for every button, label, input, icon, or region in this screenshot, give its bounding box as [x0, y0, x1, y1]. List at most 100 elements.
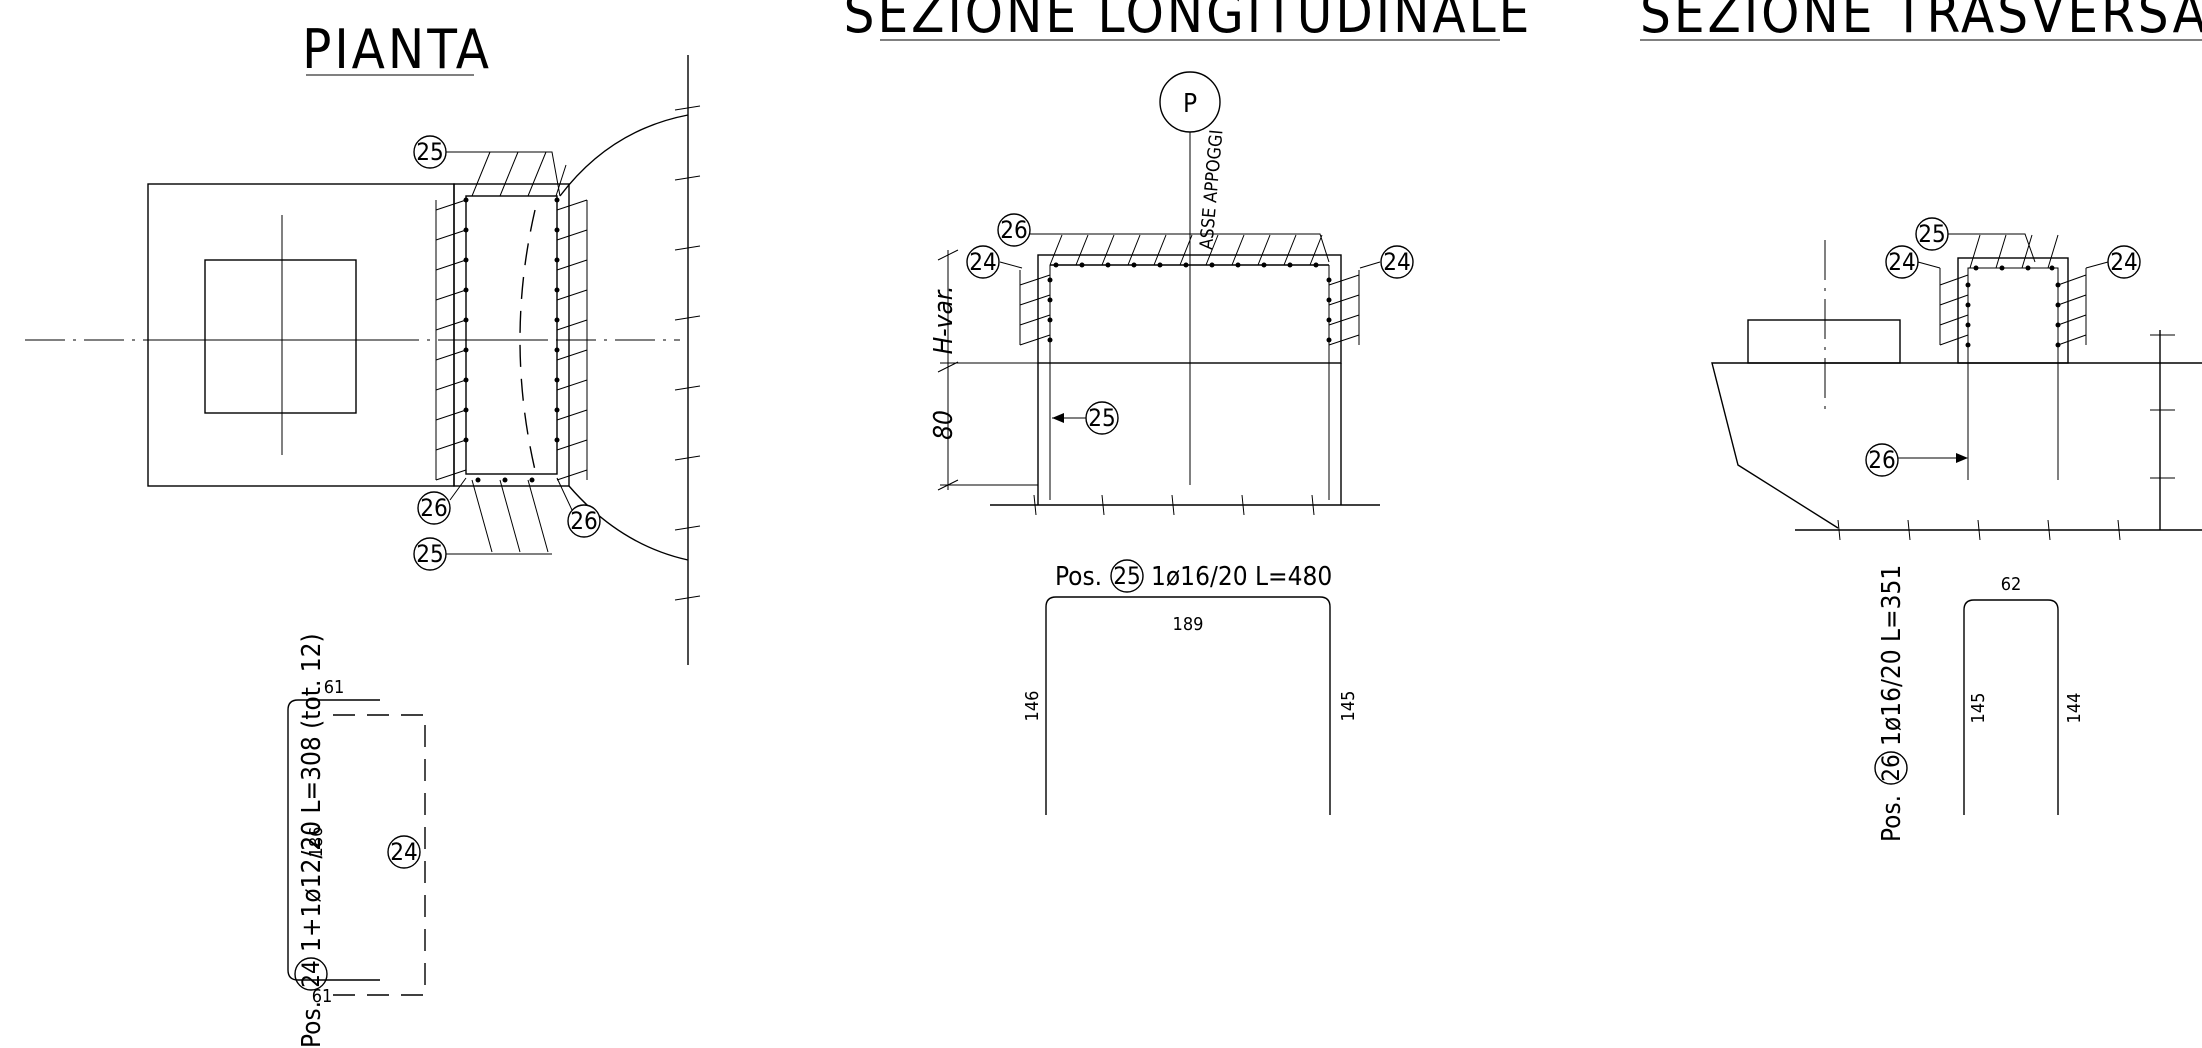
plan-pier-outline — [204, 259, 357, 414]
long-rebar-dots — [1047, 262, 1332, 343]
pos26-prefix: Pos. — [1877, 795, 1907, 842]
svg-text:25: 25 — [416, 540, 443, 568]
pos25-dim-right: 145 — [1338, 691, 1359, 722]
plan-mark-26-right: 26 — [567, 504, 601, 538]
pos24-bar-shape — [287, 699, 380, 981]
long-cap-outline — [1037, 254, 1342, 364]
svg-text:24: 24 — [1888, 248, 1915, 276]
long-leader-24-left — [999, 261, 1023, 269]
trans-section-view: SEZIONE TRASVERSALE — [1640, 0, 2202, 541]
plan-mark-25-top: 25 — [413, 135, 447, 169]
plan-rebar-dots — [463, 197, 560, 483]
svg-text:24: 24 — [969, 248, 996, 276]
plan-foundation-outline — [147, 183, 455, 487]
pos25-bar-shape — [1045, 596, 1331, 815]
plan-bars-left — [435, 199, 467, 481]
pos25-dim-left: 146 — [1022, 691, 1043, 722]
pos25-prefix: Pos. — [1055, 562, 1102, 592]
trans-mark-24-right: 24 — [2107, 245, 2141, 279]
svg-text:26: 26 — [1877, 754, 1905, 781]
svg-text:26: 26 — [570, 507, 597, 535]
long-section-title: SEZIONE LONGITUDINALE — [844, 0, 1533, 45]
pos25-dim-top: 189 — [1173, 614, 1204, 635]
trans-mark-24-left: 24 — [1885, 245, 1919, 279]
trans-side-bars-left — [1939, 268, 1969, 346]
svg-text:25: 25 — [1088, 404, 1115, 432]
pos26-schedule: Pos. 26 1ø16/20 L=351 62 145 144 — [1874, 565, 2085, 842]
long-side-bars-left — [1019, 270, 1051, 346]
pos24-prefix: Pos. — [297, 1001, 327, 1048]
long-mark-24-right: 24 — [1380, 245, 1414, 279]
svg-text:26: 26 — [1000, 216, 1027, 244]
plan-mark-26-left: 26 — [417, 491, 451, 525]
pos24-dim-bottom: 61 — [312, 986, 333, 1007]
pos26-dim-right: 144 — [2064, 693, 2085, 724]
long-ground-ticks — [1033, 494, 1315, 516]
plan-title: PIANTA — [302, 18, 492, 81]
long-dim-80: 80 — [929, 410, 959, 440]
trans-section-title: SEZIONE TRASVERSALE — [1640, 0, 2202, 45]
pos25-spec: 1ø16/20 L=480 — [1151, 562, 1332, 592]
svg-text:25: 25 — [1918, 220, 1945, 248]
svg-text:24: 24 — [297, 960, 325, 987]
pos24-mark: 24 — [294, 957, 328, 991]
long-leader-24-right — [1359, 261, 1381, 269]
trans-bearing-block — [1747, 319, 1901, 364]
svg-text:24: 24 — [1383, 248, 1410, 276]
long-mark-26: 26 — [997, 213, 1031, 247]
long-leader-26 — [1028, 233, 1330, 263]
long-dim-h-var: H-var. — [929, 286, 959, 355]
trans-slab-outline — [1711, 362, 2202, 529]
pos26-dim-top: 62 — [2001, 574, 2022, 595]
trans-ground-ticks — [1837, 519, 2121, 541]
pos24-bar-shape-dashed — [333, 714, 426, 996]
pos24-shape-mark: 24 — [387, 835, 421, 869]
trans-top-bars — [1969, 234, 2059, 269]
plan-curve-bottom — [568, 485, 689, 561]
long-mark-24-left: 24 — [966, 245, 1000, 279]
trans-arrow-26-head — [1956, 453, 1968, 463]
plan-cap-inner — [465, 195, 558, 475]
pier-symbol-label: P — [1183, 89, 1197, 119]
trans-leader-24-right — [2085, 261, 2109, 269]
plan-leader-25-top — [446, 151, 561, 197]
pos26-mark: 26 — [1874, 751, 1908, 785]
pos24-dim-top: 61 — [324, 677, 345, 698]
svg-text:26: 26 — [1868, 446, 1895, 474]
long-side-bars-right — [1328, 270, 1360, 346]
pos24-schedule: Pos. 24 1+1ø12/20 L=308 (tot. 12) 61 61 … — [287, 633, 426, 1048]
pos25-schedule: Pos. 25 1ø16/20 L=480 189 146 145 — [1022, 559, 1359, 815]
long-arrow-25-head — [1052, 413, 1064, 423]
trans-mark-25: 25 — [1915, 217, 1949, 251]
trans-side-bars-right — [2057, 268, 2087, 346]
pos26-spec: 1ø16/20 L=351 — [1877, 565, 1907, 746]
pos24-spec: 1+1ø12/20 L=308 (tot. 12) — [297, 633, 327, 952]
svg-text:25: 25 — [416, 138, 443, 166]
plan-bottom-bars — [471, 479, 549, 553]
long-section-view: SEZIONE LONGITUDINALE P ASSE APPOGGI — [844, 0, 1533, 516]
pos26-dim-left: 145 — [1968, 693, 1989, 724]
support-axis-label: ASSE APPOGGI — [1196, 129, 1227, 251]
pos25-mark: 25 — [1110, 559, 1144, 593]
svg-text:26: 26 — [420, 494, 447, 522]
trans-rebar-dots — [1965, 265, 2061, 348]
plan-abutment-ticks — [674, 105, 701, 601]
plan-cap-outer — [453, 183, 570, 487]
svg-text:24: 24 — [2110, 248, 2137, 276]
trans-cap-inner — [1967, 267, 2059, 364]
plan-view: PIANTA — [25, 18, 701, 665]
trans-right-ticks — [2150, 334, 2175, 479]
plan-top-bars — [471, 151, 567, 197]
trans-mark-26: 26 — [1865, 443, 1899, 477]
trans-leader-25 — [1948, 233, 2036, 263]
svg-text:24: 24 — [390, 838, 417, 866]
long-mark-25: 25 — [1085, 401, 1119, 435]
plan-mark-25-bottom: 25 — [413, 537, 447, 571]
svg-text:25: 25 — [1113, 562, 1140, 590]
plan-bars-right — [556, 199, 588, 481]
plan-leader-26-left — [449, 477, 467, 501]
pos26-bar-shape — [1963, 599, 2059, 815]
plan-curve-top — [559, 114, 689, 197]
trans-leader-24-left — [1917, 261, 1941, 269]
